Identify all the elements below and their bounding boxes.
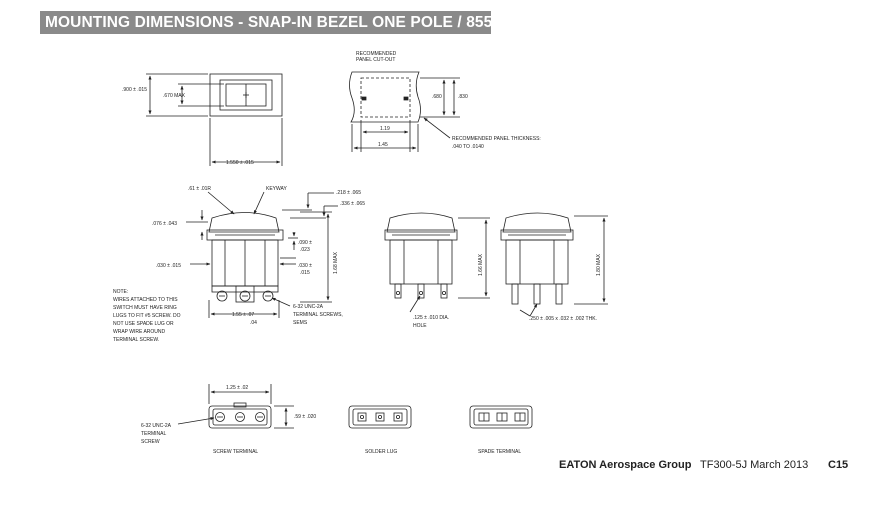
dim-inner-119: 1.19 xyxy=(380,126,390,132)
dim-180-max: 1.80 MAX xyxy=(596,253,602,276)
dim-059: .59 ± .020 xyxy=(294,414,316,420)
keyway-label: KEYWAY xyxy=(266,186,288,192)
panel-cutout-outline xyxy=(349,71,421,123)
panel-thickness-value: .040 TO .0140 xyxy=(452,144,484,150)
hole-dim-a: .125 ± .010 DIA. xyxy=(413,315,449,321)
dim-030-left: .030 ± .015 xyxy=(156,263,181,269)
dim-inner-670: .670 MAX xyxy=(163,93,186,99)
dim-125: 1.25 ± .02 xyxy=(226,385,248,391)
spade-dim: .250 ± .005 x .032 ± .002 THK. xyxy=(529,316,597,322)
caption-screw-terminal: SCREW TERMINAL xyxy=(213,449,258,455)
dim-030-right-b: .015 xyxy=(300,270,310,276)
screw-note-1: 6-32 UNC-2A xyxy=(293,304,324,310)
dim-155-b: .04 xyxy=(250,320,257,326)
dim-090-a: .090 ± xyxy=(298,240,312,246)
solder-lug-bottom-view xyxy=(348,405,412,429)
bottom-screw-note-1: 6-32 UNC-2A xyxy=(141,423,172,429)
note-line-1: NOTE: xyxy=(113,289,128,295)
dim-height-900: .900 ± .015 xyxy=(122,87,147,93)
footer-page-number: C15 xyxy=(828,459,849,471)
footer-doc: TF300-5J March 2013 xyxy=(700,459,809,471)
caption-solder-lug: SOLDER LUG xyxy=(365,449,397,455)
dim-outer-145: 1.45 xyxy=(378,142,388,148)
screw-note-2: TERMINAL SCREWS, xyxy=(293,312,343,318)
bottom-screw-note-3: SCREW xyxy=(141,439,160,445)
cutout-label-2: PANEL CUT-OUT xyxy=(356,57,395,63)
panel-thickness-label: RECOMMENDED PANEL THICKNESS: xyxy=(452,136,541,142)
solder-lug-side-view xyxy=(384,212,458,299)
dim-168-max: 1.68 MAX xyxy=(333,251,339,274)
dim-166-max: 1.66 MAX xyxy=(478,253,484,276)
spade-terminal-side-view xyxy=(500,212,574,305)
bottom-screw-note-2: TERMINAL xyxy=(141,431,167,437)
note-line-5: NOT USE SPADE LUG OR xyxy=(113,321,174,327)
hole-dim-b: HOLE xyxy=(413,323,427,329)
screw-note-3: SEMS xyxy=(293,320,308,326)
side-view-switch xyxy=(206,212,284,303)
dim-radius: .61 ± .01R xyxy=(188,186,211,192)
top-view-outline xyxy=(209,73,283,117)
screw-terminal-bottom-view xyxy=(208,402,272,429)
dim-155-a: 1.55 ± .07 xyxy=(232,312,254,318)
dim-inner-680: .680 xyxy=(432,94,442,100)
note-line-6: WRAP WIRE AROUND xyxy=(113,329,166,335)
spade-terminal-bottom-view xyxy=(469,405,533,429)
caption-spade-terminal: SPADE TERMINAL xyxy=(478,449,521,455)
note-line-7: TERMINAL SCREW. xyxy=(113,337,159,343)
dim-outer-830: .830 xyxy=(458,94,468,100)
dim-030-right-a: .030 ± xyxy=(298,263,312,269)
dim-090-b: .023 xyxy=(300,247,310,253)
cutout-label-1: RECOMMENDED xyxy=(356,51,397,57)
dim-width-1550: 1.550 ± .015 xyxy=(226,160,254,166)
note-line-3: SWITCH MUST HAVE RING xyxy=(113,305,177,311)
note-line-2: WIRES ATTACHED TO THIS xyxy=(113,297,178,303)
dim-336: .336 ± .065 xyxy=(340,201,365,207)
footer-brand: EATON Aerospace Group xyxy=(559,459,692,471)
dim-218: .218 ± .065 xyxy=(336,190,361,196)
dim-076: .076 ± .043 xyxy=(152,221,177,227)
note-line-4: LUGS TO FIT #5 SCREW. DO xyxy=(113,313,181,319)
page-title: MOUNTING DIMENSIONS - SNAP-IN BEZEL ONE … xyxy=(40,11,501,34)
